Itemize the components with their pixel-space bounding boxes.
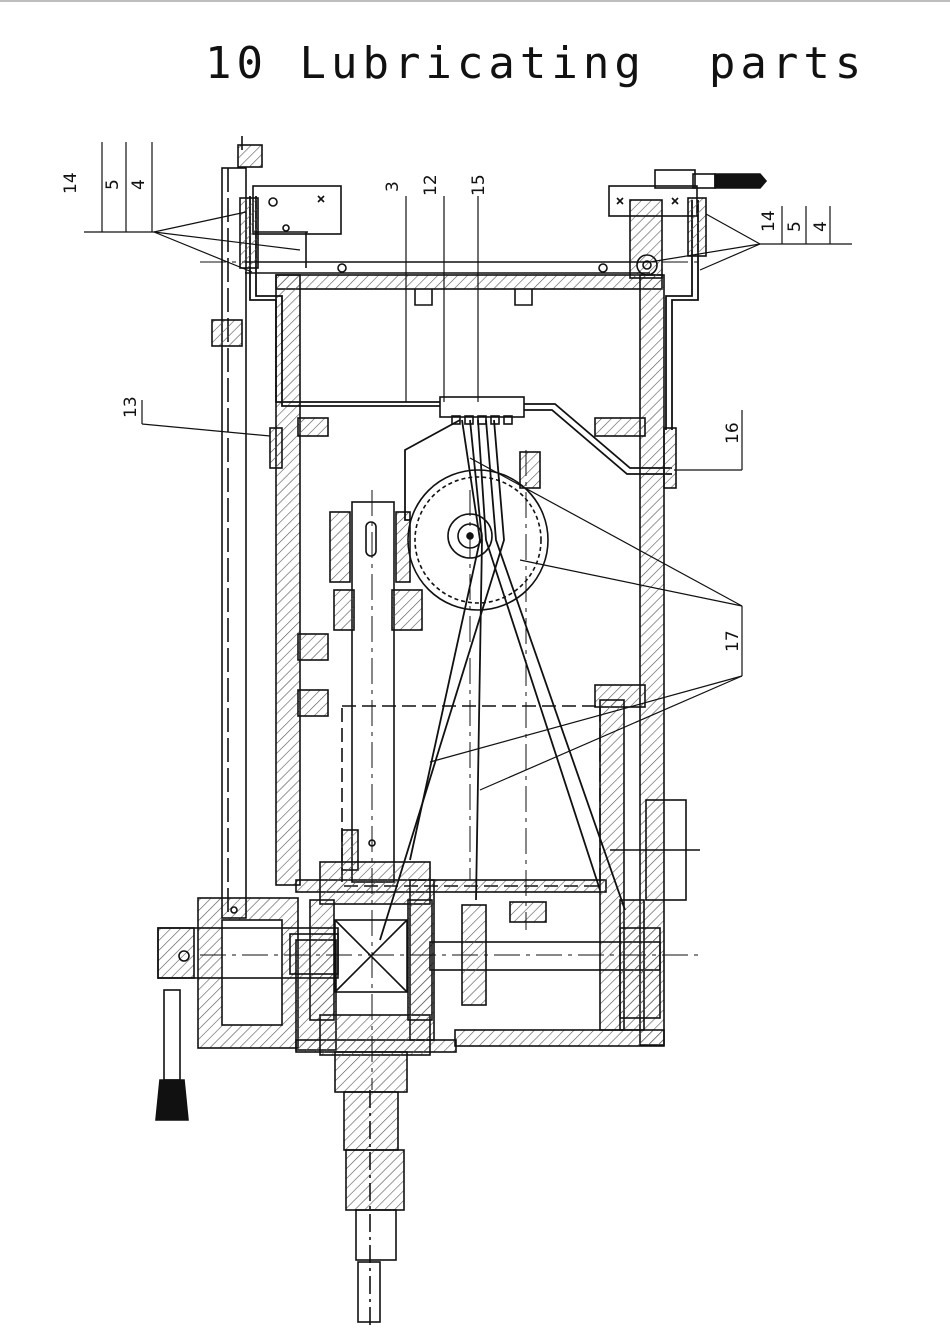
small-bevel-pinion: [510, 452, 546, 922]
left-guide-rod: [212, 168, 246, 918]
callout-14-top-right: 14: [759, 210, 779, 232]
callout-5-top-left: 5: [103, 179, 123, 190]
callout-3: 3: [383, 181, 403, 192]
callout-14-top-left: 14: [61, 172, 81, 194]
bevel-gear-assembly: [310, 862, 432, 1055]
callout-4-top-right: 4: [811, 221, 831, 232]
callout-4-top-left: 4: [129, 179, 149, 190]
callout-12: 12: [421, 174, 441, 196]
callout-16: 16: [723, 422, 743, 444]
main-shaft: [330, 502, 422, 882]
callout-13: 13: [121, 396, 141, 418]
oil-distributor: [440, 397, 524, 424]
lower-spindle: [335, 1052, 407, 1325]
callout-5-top-right: 5: [785, 221, 805, 232]
left-handle: [156, 990, 188, 1120]
callout-15: 15: [469, 174, 489, 196]
callout-17: 17: [723, 630, 743, 652]
oil-pipes: [250, 196, 698, 940]
